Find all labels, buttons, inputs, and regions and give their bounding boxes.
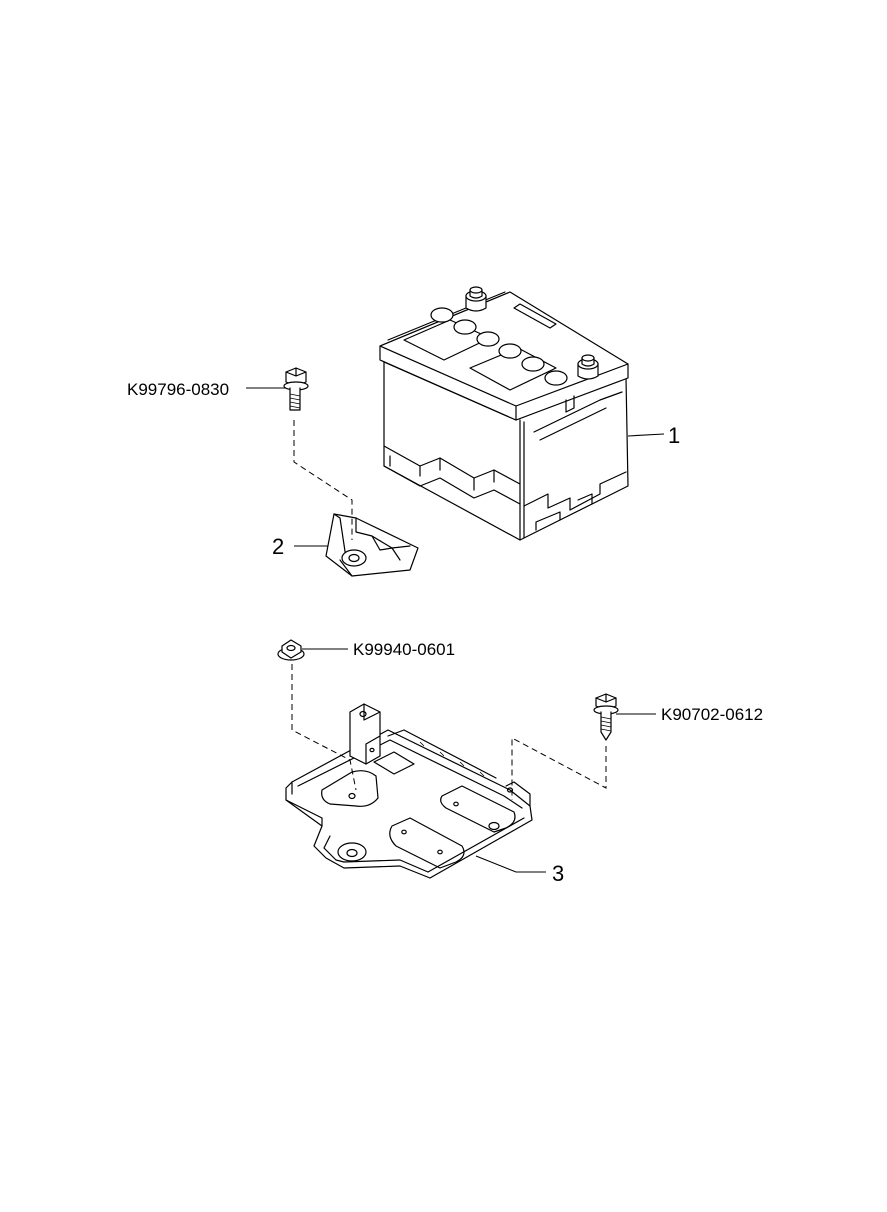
callout-battery: 1 xyxy=(668,423,680,448)
terminal-positive xyxy=(465,286,487,312)
callout-clamp: 2 xyxy=(272,534,284,559)
callout-tray: 3 xyxy=(552,861,564,886)
clamp-bolt xyxy=(283,367,309,411)
battery-clamp xyxy=(325,513,419,577)
part-number-tray-bolt: K90702-0612 xyxy=(661,705,763,724)
leader-tray xyxy=(475,855,546,873)
assembly-line-tray-bolt xyxy=(511,737,607,800)
assembly-line-clamp-bolt xyxy=(293,420,353,540)
terminal-negative xyxy=(577,354,599,380)
tray-nut xyxy=(277,639,305,661)
part-number-clamp-bolt: K99796-0830 xyxy=(127,380,229,399)
assembly-line-tray-nut xyxy=(291,664,357,791)
tray-bolt xyxy=(593,693,619,741)
leader-battery xyxy=(627,433,665,437)
part-number-tray-nut: K99940-0601 xyxy=(353,640,455,659)
battery xyxy=(379,286,629,541)
battery-tray xyxy=(285,703,533,879)
